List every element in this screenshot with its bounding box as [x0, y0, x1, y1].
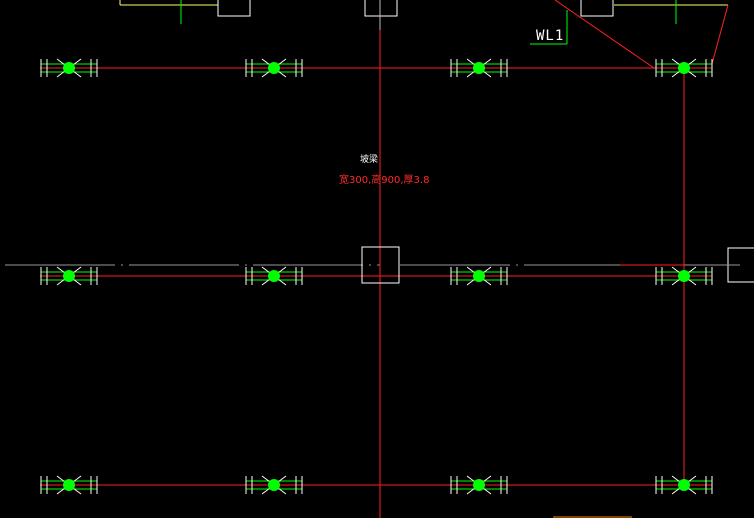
rebar-marker-icon[interactable]: [40, 266, 98, 286]
column-box-center[interactable]: [361, 246, 400, 284]
rebar-marker-icon[interactable]: [450, 58, 508, 78]
rebar-marker-icon[interactable]: [40, 58, 98, 78]
rebar-marker-icon[interactable]: [655, 58, 713, 78]
rebar-marker-icon[interactable]: [245, 475, 303, 495]
top-frame: [119, 0, 728, 24]
beam-lines: [40, 0, 729, 518]
top-column-boxes: [217, 0, 754, 283]
rebar-marker-icon[interactable]: [245, 58, 303, 78]
rebar-marker-icon[interactable]: [655, 475, 713, 495]
label-wl1[interactable]: WL1: [536, 28, 565, 44]
beam-spec[interactable]: 宽300,高900,厚3.8: [339, 175, 430, 186]
rebar-marker-icon[interactable]: [40, 475, 98, 495]
rebar-marker-icon[interactable]: [655, 266, 713, 286]
beam-title[interactable]: 坡梁: [360, 155, 379, 165]
wl1-leader: [530, 10, 568, 45]
rebar-marker-icon[interactable]: [450, 475, 508, 495]
rebar-marker-icon[interactable]: [450, 266, 508, 286]
rebar-marker-icon[interactable]: [245, 266, 303, 286]
